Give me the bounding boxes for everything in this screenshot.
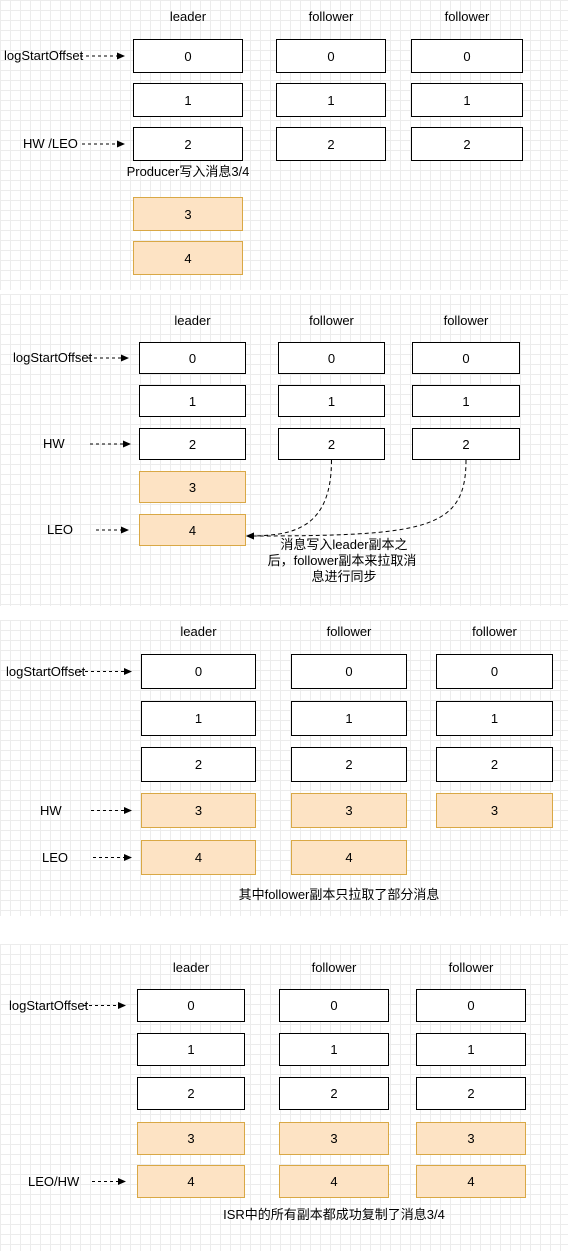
message-box: 0 bbox=[276, 39, 386, 73]
pointer-label: LEO bbox=[42, 849, 69, 865]
column-header: follower bbox=[444, 9, 490, 24]
message-box: 0 bbox=[133, 39, 243, 73]
pointer-label: HW bbox=[43, 436, 65, 451]
pointer-label: logStartOffset bbox=[6, 663, 86, 679]
caption: 息进行同步 bbox=[311, 569, 377, 584]
message-box-new: 4 bbox=[141, 840, 256, 875]
panel-gap bbox=[0, 916, 568, 944]
message-box-new: 4 bbox=[291, 840, 407, 875]
caption: 其中follower副本只拉取了部分消息 bbox=[238, 887, 440, 902]
message-box: 2 bbox=[133, 127, 243, 161]
message-box: 2 bbox=[137, 1077, 245, 1110]
message-box: 0 bbox=[416, 989, 526, 1022]
message-box: 2 bbox=[278, 428, 385, 460]
message-box-new: 3 bbox=[139, 471, 246, 503]
column-header: follower bbox=[443, 313, 489, 328]
message-box: 0 bbox=[412, 342, 520, 374]
message-box: 2 bbox=[411, 127, 523, 161]
message-box: 0 bbox=[137, 989, 245, 1022]
message-box: 0 bbox=[411, 39, 523, 73]
pointer-label: logStartOffset bbox=[9, 997, 89, 1013]
pointer-label: logStartOffset bbox=[13, 350, 93, 365]
message-box: 1 bbox=[137, 1033, 245, 1066]
pointer-label: HW /LEO bbox=[23, 136, 78, 151]
panel-gap bbox=[0, 290, 568, 294]
message-box: 1 bbox=[276, 83, 386, 117]
message-box-new: 3 bbox=[141, 793, 256, 828]
column-header: follower bbox=[472, 624, 517, 639]
message-box: 0 bbox=[436, 654, 553, 689]
message-box: 2 bbox=[276, 127, 386, 161]
message-box: 2 bbox=[279, 1077, 389, 1110]
message-box-new: 4 bbox=[416, 1165, 526, 1198]
message-box-new: 3 bbox=[416, 1122, 526, 1155]
message-box: 2 bbox=[416, 1077, 526, 1110]
pointer-label: LEO bbox=[47, 522, 74, 537]
column-header: leader bbox=[180, 624, 217, 639]
message-box: 1 bbox=[278, 385, 385, 417]
message-box: 0 bbox=[279, 989, 389, 1022]
message-box: 1 bbox=[133, 83, 243, 117]
message-box-new: 4 bbox=[137, 1165, 245, 1198]
column-header: follower bbox=[448, 960, 494, 975]
caption: 后，follower副本来拉取消 bbox=[267, 553, 417, 568]
message-box-new: 4 bbox=[139, 514, 246, 546]
column-header: follower bbox=[311, 960, 357, 975]
message-box-new: 3 bbox=[279, 1122, 389, 1155]
message-box-new: 3 bbox=[291, 793, 407, 828]
caption: 消息写入leader副本之 bbox=[280, 537, 408, 552]
column-header: leader bbox=[169, 9, 207, 24]
caption: ISR中的所有副本都成功复制了消息3/4 bbox=[223, 1207, 445, 1222]
message-box-new: 4 bbox=[133, 241, 243, 275]
message-box: 0 bbox=[278, 342, 385, 374]
message-box-new: 3 bbox=[137, 1122, 245, 1155]
message-box: 1 bbox=[291, 701, 407, 736]
message-box: 1 bbox=[412, 385, 520, 417]
message-box: 1 bbox=[436, 701, 553, 736]
message-box: 1 bbox=[411, 83, 523, 117]
column-header: leader bbox=[172, 960, 210, 975]
message-box: 1 bbox=[141, 701, 256, 736]
message-box: 1 bbox=[139, 385, 246, 417]
message-box-new: 3 bbox=[436, 793, 553, 828]
message-box: 2 bbox=[139, 428, 246, 460]
message-box: 1 bbox=[279, 1033, 389, 1066]
message-box: 2 bbox=[412, 428, 520, 460]
pointer-label: HW bbox=[40, 802, 62, 818]
column-header: follower bbox=[309, 313, 354, 328]
panel-gap bbox=[0, 606, 568, 620]
message-box: 0 bbox=[141, 654, 256, 689]
caption: Producer写入消息3/4 bbox=[126, 164, 250, 179]
column-header: follower bbox=[326, 624, 372, 639]
message-box: 2 bbox=[291, 747, 407, 782]
message-box: 0 bbox=[139, 342, 246, 374]
message-box-new: 4 bbox=[279, 1165, 389, 1198]
message-box: 1 bbox=[416, 1033, 526, 1066]
column-header: leader bbox=[174, 313, 211, 328]
message-box: 2 bbox=[141, 747, 256, 782]
pointer-label: LEO/HW bbox=[28, 1173, 80, 1189]
message-box-new: 3 bbox=[133, 197, 243, 231]
column-header: follower bbox=[308, 9, 354, 24]
pointer-label: logStartOffset bbox=[4, 48, 84, 63]
message-box: 0 bbox=[291, 654, 407, 689]
message-box: 2 bbox=[436, 747, 553, 782]
